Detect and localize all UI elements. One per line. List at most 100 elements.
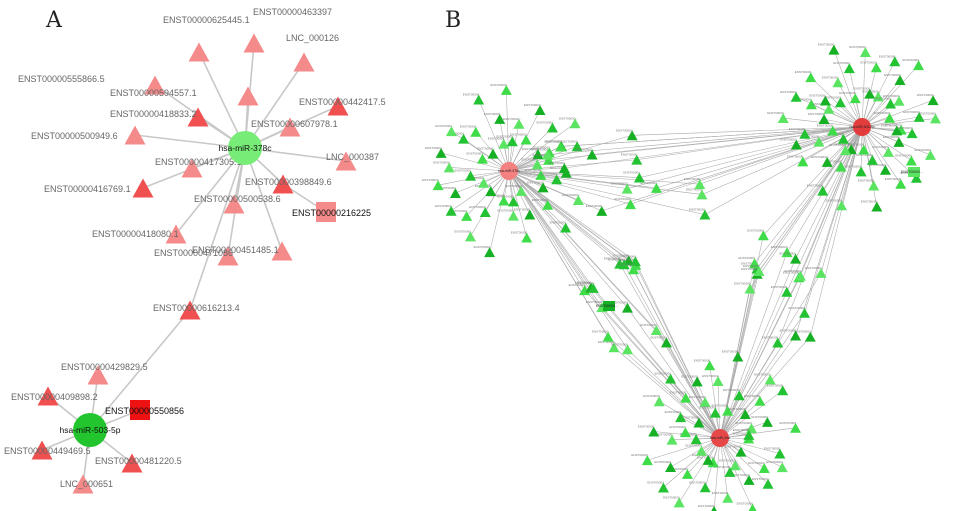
- transcript-node[interactable]: ENST00000…: [670, 391, 692, 403]
- transcript-node[interactable]: ENST00000…: [640, 181, 662, 193]
- transcript-node[interactable]: ENST00000…: [488, 194, 510, 206]
- transcript-node[interactable]: ENST00000…: [767, 111, 789, 124]
- transcript-node[interactable]: ENST00000…: [681, 374, 703, 387]
- transcript-node[interactable]: ENST00000…: [611, 301, 633, 313]
- transcript-node[interactable]: ENST00000409898.2: [11, 386, 98, 406]
- transcript-node[interactable]: ENST00000…: [511, 231, 533, 243]
- transcript-node[interactable]: ENST00000…: [858, 178, 880, 191]
- transcript-node[interactable]: ENST00000…: [747, 228, 769, 241]
- transcript-node[interactable]: ENST00000…: [875, 97, 897, 109]
- transcript-node[interactable]: ENST00000…: [839, 91, 861, 104]
- transcript-node[interactable]: ENST00000…: [739, 256, 761, 269]
- transcript-node[interactable]: ENST00000…: [803, 135, 825, 147]
- mirna-hub-node[interactable]: hsa-miR-503-5p: [60, 413, 121, 447]
- transcript-node[interactable]: ENST00000…: [808, 112, 830, 125]
- transcript-node[interactable]: ENST00000…: [689, 480, 711, 493]
- transcript-node[interactable]: ENST00000…: [671, 467, 693, 479]
- transcript-node[interactable]: ENST00000…: [712, 404, 734, 416]
- transcript-node[interactable]: ENST00000…: [789, 306, 811, 318]
- transcript-node[interactable]: ENST00000555866.5: [18, 74, 166, 95]
- transcript-node[interactable]: ENST00000…: [825, 160, 847, 172]
- transcript-node[interactable]: ENST00000…: [611, 182, 633, 194]
- transcript-node[interactable]: ENST00000…: [795, 97, 817, 110]
- transcript-node[interactable]: ENST00000…: [872, 145, 894, 157]
- transcript-node[interactable]: ENST00000…: [484, 112, 506, 124]
- transcript-node[interactable]: ENST00000…: [468, 176, 490, 188]
- transcript-node[interactable]: ENST00000…: [869, 163, 891, 175]
- transcript-node[interactable]: ENST00000…: [833, 61, 855, 74]
- transcript-node[interactable]: ENST00000500538.6: [194, 194, 281, 214]
- transcript-node[interactable]: ENST00000…: [451, 209, 473, 221]
- transcript-node[interactable]: ENST00000…: [541, 172, 563, 185]
- transcript-node[interactable]: ENST00000…: [521, 157, 543, 170]
- transcript-node[interactable]: ENST00000…: [533, 153, 555, 165]
- transcript-node[interactable]: ENST00000…: [729, 407, 751, 420]
- transcript-node[interactable]: ENST00000416769.1: [44, 178, 154, 198]
- transcript-node[interactable]: ENST00000…: [680, 432, 702, 445]
- transcript-node[interactable]: ENST00000…: [845, 164, 867, 177]
- transcript-node[interactable]: ENST00000…: [794, 330, 816, 342]
- transcript-node[interactable]: ENST00000…: [689, 395, 711, 407]
- transcript-node[interactable]: ENST00000…: [614, 197, 636, 210]
- transcript-node[interactable]: ENST00000607978.1: [251, 117, 338, 137]
- transcript-node[interactable]: ENST00000…: [467, 152, 489, 164]
- transcript-node[interactable]: ENST00000…: [780, 421, 802, 433]
- transcript-node[interactable]: ENST00000…: [683, 416, 705, 428]
- transcript-node[interactable]: ENST00000…: [805, 266, 827, 278]
- transcript-node[interactable]: ENST00000…: [780, 329, 802, 341]
- transcript-node[interactable]: ENST00000…: [460, 125, 482, 137]
- transcript-node[interactable]: ENST00000…: [689, 208, 711, 220]
- transcript-node[interactable]: ENST00000…: [884, 73, 906, 85]
- transcript-node[interactable]: ENST00000471086: [154, 246, 239, 266]
- transcript-node[interactable]: ENST00000…: [848, 143, 870, 155]
- transcript-node[interactable]: LNC_000651: [60, 474, 113, 494]
- transcript-node[interactable]: ENST00000398849.6: [245, 174, 332, 194]
- transcript-node[interactable]: ENST00000…: [919, 111, 941, 124]
- transcript-node[interactable]: ENST00000…: [463, 93, 485, 105]
- transcript-node[interactable]: ENST00000417305.1: [155, 157, 242, 178]
- square-transcript-node[interactable]: ENST00000…: [596, 301, 619, 311]
- transcript-node[interactable]: ENST00000…: [550, 221, 572, 233]
- transcript-node[interactable]: ENST00000…: [780, 252, 802, 264]
- transcript-node[interactable]: ENST00000…: [536, 121, 558, 133]
- transcript-node[interactable]: ENST00000…: [789, 127, 811, 139]
- transcript-node[interactable]: ENST00000…: [694, 358, 716, 371]
- transcript-node[interactable]: ENST00000…: [559, 116, 581, 129]
- transcript-node[interactable]: ENST00000…: [477, 147, 499, 159]
- transcript-node[interactable]: ENST00000449469.5: [4, 440, 91, 460]
- transcript-node[interactable]: ENST00000463397: [243, 7, 333, 53]
- transcript-node[interactable]: ENST00000550856: [105, 400, 184, 420]
- mirna-hub-node[interactable]: hsa-miR-378c: [219, 131, 273, 165]
- transcript-node[interactable]: ENST00000…: [903, 58, 925, 71]
- transcript-node[interactable]: ENST00000…: [807, 184, 829, 196]
- transcript-node[interactable]: ENST00000…: [766, 460, 788, 473]
- transcript-node[interactable]: ENST00000…: [883, 135, 905, 147]
- transcript-node[interactable]: ENST00000…: [665, 410, 687, 423]
- transcript-node[interactable]: ENST00000…: [576, 147, 598, 160]
- transcript-node[interactable]: ENST00000…: [883, 94, 905, 106]
- transcript-node[interactable]: ENST00000…: [505, 184, 527, 196]
- transcript-node[interactable]: ENST00000…: [737, 502, 759, 511]
- transcript-node[interactable]: ENST00000…: [743, 264, 765, 277]
- transcript-node[interactable]: ENST00000…: [829, 143, 851, 156]
- transcript-node[interactable]: ENST00000…: [454, 229, 476, 242]
- transcript-node[interactable]: ENST00000429829.5: [61, 362, 148, 385]
- transcript-node[interactable]: ENST00000…: [569, 283, 591, 296]
- transcript-node[interactable]: ENST00000…: [532, 198, 554, 210]
- transcript-node[interactable]: ENST00000…: [561, 139, 583, 152]
- transcript-node[interactable]: ENST00000…: [656, 433, 678, 445]
- transcript-node[interactable]: ENST00000…: [917, 93, 939, 106]
- transcript-node[interactable]: ENST00000…: [809, 94, 831, 106]
- transcript-node[interactable]: ENST00000…: [548, 161, 570, 173]
- transcript-node[interactable]: ENST00000…: [896, 126, 918, 139]
- transcript-node[interactable]: ENST00000…: [503, 117, 525, 129]
- transcript-node[interactable]: ENST00000…: [895, 154, 917, 166]
- transcript-node[interactable]: ENST00000…: [733, 428, 755, 440]
- transcript-node[interactable]: ENST00000500949.6: [31, 125, 146, 145]
- transcript-node[interactable]: ENST00000…: [655, 372, 677, 384]
- transcript-node[interactable]: ENST00000…: [510, 133, 532, 145]
- mirna-hub-node[interactable]: hsa-miR-503-5p: [849, 118, 875, 136]
- transcript-node[interactable]: ENST00000…: [811, 155, 833, 167]
- transcript-node[interactable]: ENST00000…: [856, 153, 878, 165]
- transcript-node[interactable]: ENST00000…: [545, 140, 567, 152]
